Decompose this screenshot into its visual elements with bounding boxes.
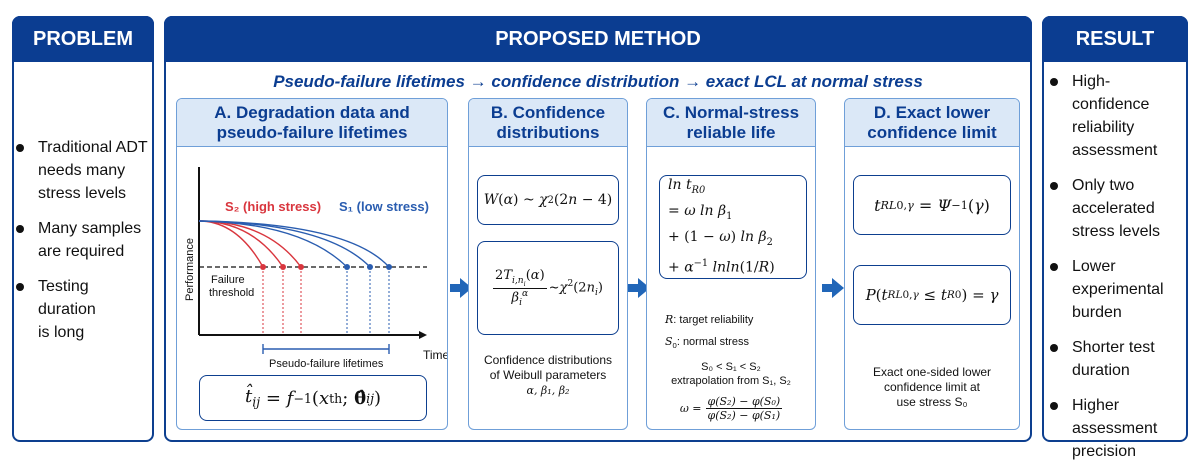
failure-point <box>386 264 392 270</box>
bullet-icon <box>1050 344 1058 352</box>
flow-arrow-icon <box>822 278 844 298</box>
y-axis-label: Performance <box>184 238 196 301</box>
weibull-scale-equation: 2Ti,ni(α) βiα ~χ2(2ni) <box>477 241 619 335</box>
omega-equation: ω = φ(S₂) − φ(S₀) φ(S₂) − φ(S₁) <box>679 395 783 422</box>
failure-point <box>344 264 350 270</box>
panel-d-title: D. Exact lower confidence limit <box>845 99 1019 147</box>
low-stress-curve <box>198 220 348 268</box>
low-stress-curve <box>198 220 371 268</box>
bullet-icon <box>1050 263 1058 271</box>
method-column: PROPOSED METHOD Pseudo-failure lifetimes… <box>164 16 1032 442</box>
high-stress-curve <box>198 220 264 268</box>
panel-c-title: C. Normal-stress reliable life <box>647 99 815 147</box>
x-axis-arrow-icon <box>419 331 427 339</box>
panel-d-caption: Exact one-sided lower confidence limit a… <box>872 365 992 409</box>
extrapolation-note: extrapolation from S₁, S₂ <box>671 375 791 387</box>
reliable-life-equation: ln tR0 = ω ln β1 + (1 − ω) ln β2 + α−1 l… <box>659 175 807 279</box>
flow-text: Pseudo-failure lifetimes → confidence di… <box>273 72 923 91</box>
bullet-icon <box>1050 402 1058 410</box>
stress-order: S₀ < S₁ < S₂ <box>701 361 761 373</box>
problem-title: PROBLEM <box>12 16 154 62</box>
pseudo-failure-label: Pseudo-failure lifetimes <box>269 358 384 367</box>
threshold-label: threshold <box>209 287 254 299</box>
failure-point <box>260 264 266 270</box>
failure-point <box>280 264 286 270</box>
failure-point <box>298 264 304 270</box>
panel-a: A. Degradation data and pseudo-failure l… <box>176 98 448 430</box>
low-stress-curve <box>198 220 390 268</box>
s1-label: S₁ (low stress) <box>339 199 429 214</box>
panel-c: C. Normal-stress reliable life ln tR0 = … <box>646 98 816 430</box>
degradation-plot: S₂ (high stress) S₁ (low stress) Perform… <box>184 167 447 367</box>
def-target-reliability: R: target reliability <box>665 313 754 326</box>
s2-label: S₂ (high stress) <box>225 199 321 214</box>
method-title: PROPOSED METHOD <box>164 16 1032 62</box>
high-stress-curve <box>198 220 284 268</box>
threshold-label: Failure <box>211 274 245 286</box>
panel-a-title: A. Degradation data and pseudo-failure l… <box>177 99 447 147</box>
x-axis-label: Time <box>423 348 447 362</box>
def-normal-stress: S0: normal stress <box>665 335 749 351</box>
bullet-icon <box>16 225 24 233</box>
bullet-icon <box>16 144 24 152</box>
bullet-icon <box>1050 78 1058 86</box>
panel-b-title: B. Confidence distributions <box>469 99 627 147</box>
bullet-icon <box>1050 182 1058 190</box>
bullet-icon <box>16 283 24 291</box>
panel-b-caption: Confidence distributions of Weibull para… <box>483 353 613 397</box>
result-title: RESULT <box>1042 16 1188 62</box>
failure-point <box>367 264 373 270</box>
high-stress-curve <box>198 220 302 268</box>
